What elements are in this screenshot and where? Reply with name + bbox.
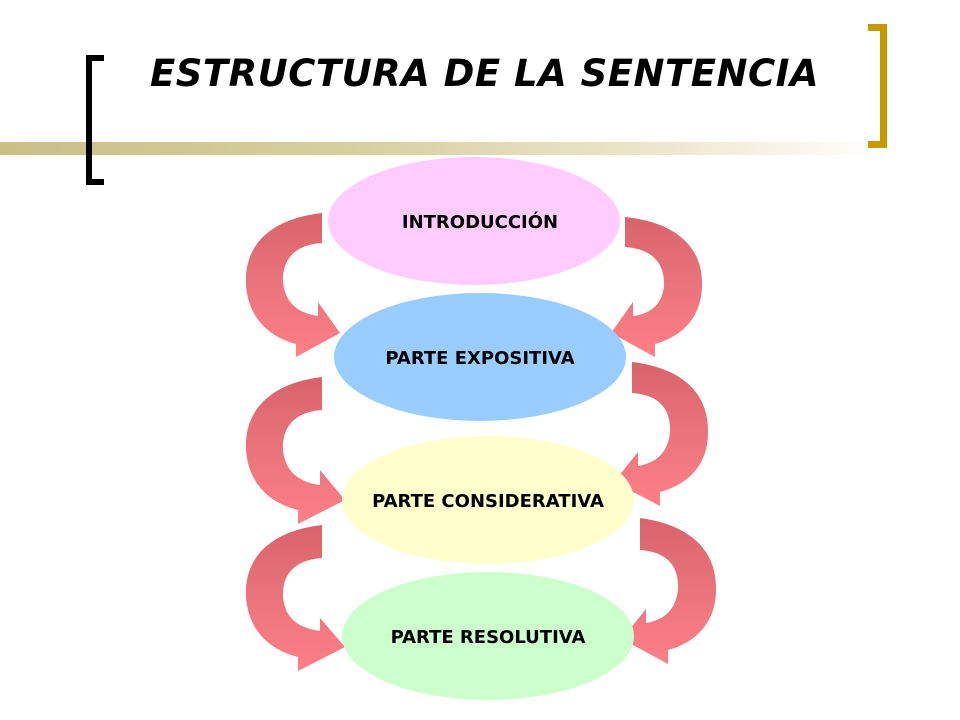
oval-parte-resolutiva <box>342 572 634 700</box>
right-bracket-decoration <box>868 24 887 148</box>
label-parte-resolutiva: PARTE RESOLUTIVA <box>391 627 586 648</box>
left-arrow-2 <box>245 377 345 524</box>
label-parte-considerativa: PARTE CONSIDERATIVA <box>372 491 604 512</box>
left-arrow-1 <box>245 213 340 357</box>
step-introduccion: INTRODUCCIÓN <box>328 157 620 285</box>
label-introduccion: INTRODUCCIÓN <box>402 211 558 233</box>
step-parte-resolutiva: PARTE RESOLUTIVA <box>342 572 634 700</box>
oval-introduccion <box>328 157 620 285</box>
right-arrow-1 <box>611 217 703 357</box>
right-arrow-3 <box>622 518 717 664</box>
oval-parte-expositiva <box>334 293 626 421</box>
right-arrow-2 <box>614 362 709 506</box>
label-parte-expositiva: PARTE EXPOSITIVA <box>385 348 574 369</box>
step-parte-considerativa: PARTE CONSIDERATIVA <box>342 436 634 564</box>
step-parte-expositiva: PARTE EXPOSITIVA <box>334 293 626 421</box>
left-arrow-3 <box>245 525 345 671</box>
left-bracket-decoration <box>86 55 104 185</box>
slide-title: ESTRUCTURA DE LA SENTENCIA <box>150 52 820 95</box>
title-underline-bar <box>0 142 880 155</box>
oval-parte-considerativa <box>342 436 634 564</box>
